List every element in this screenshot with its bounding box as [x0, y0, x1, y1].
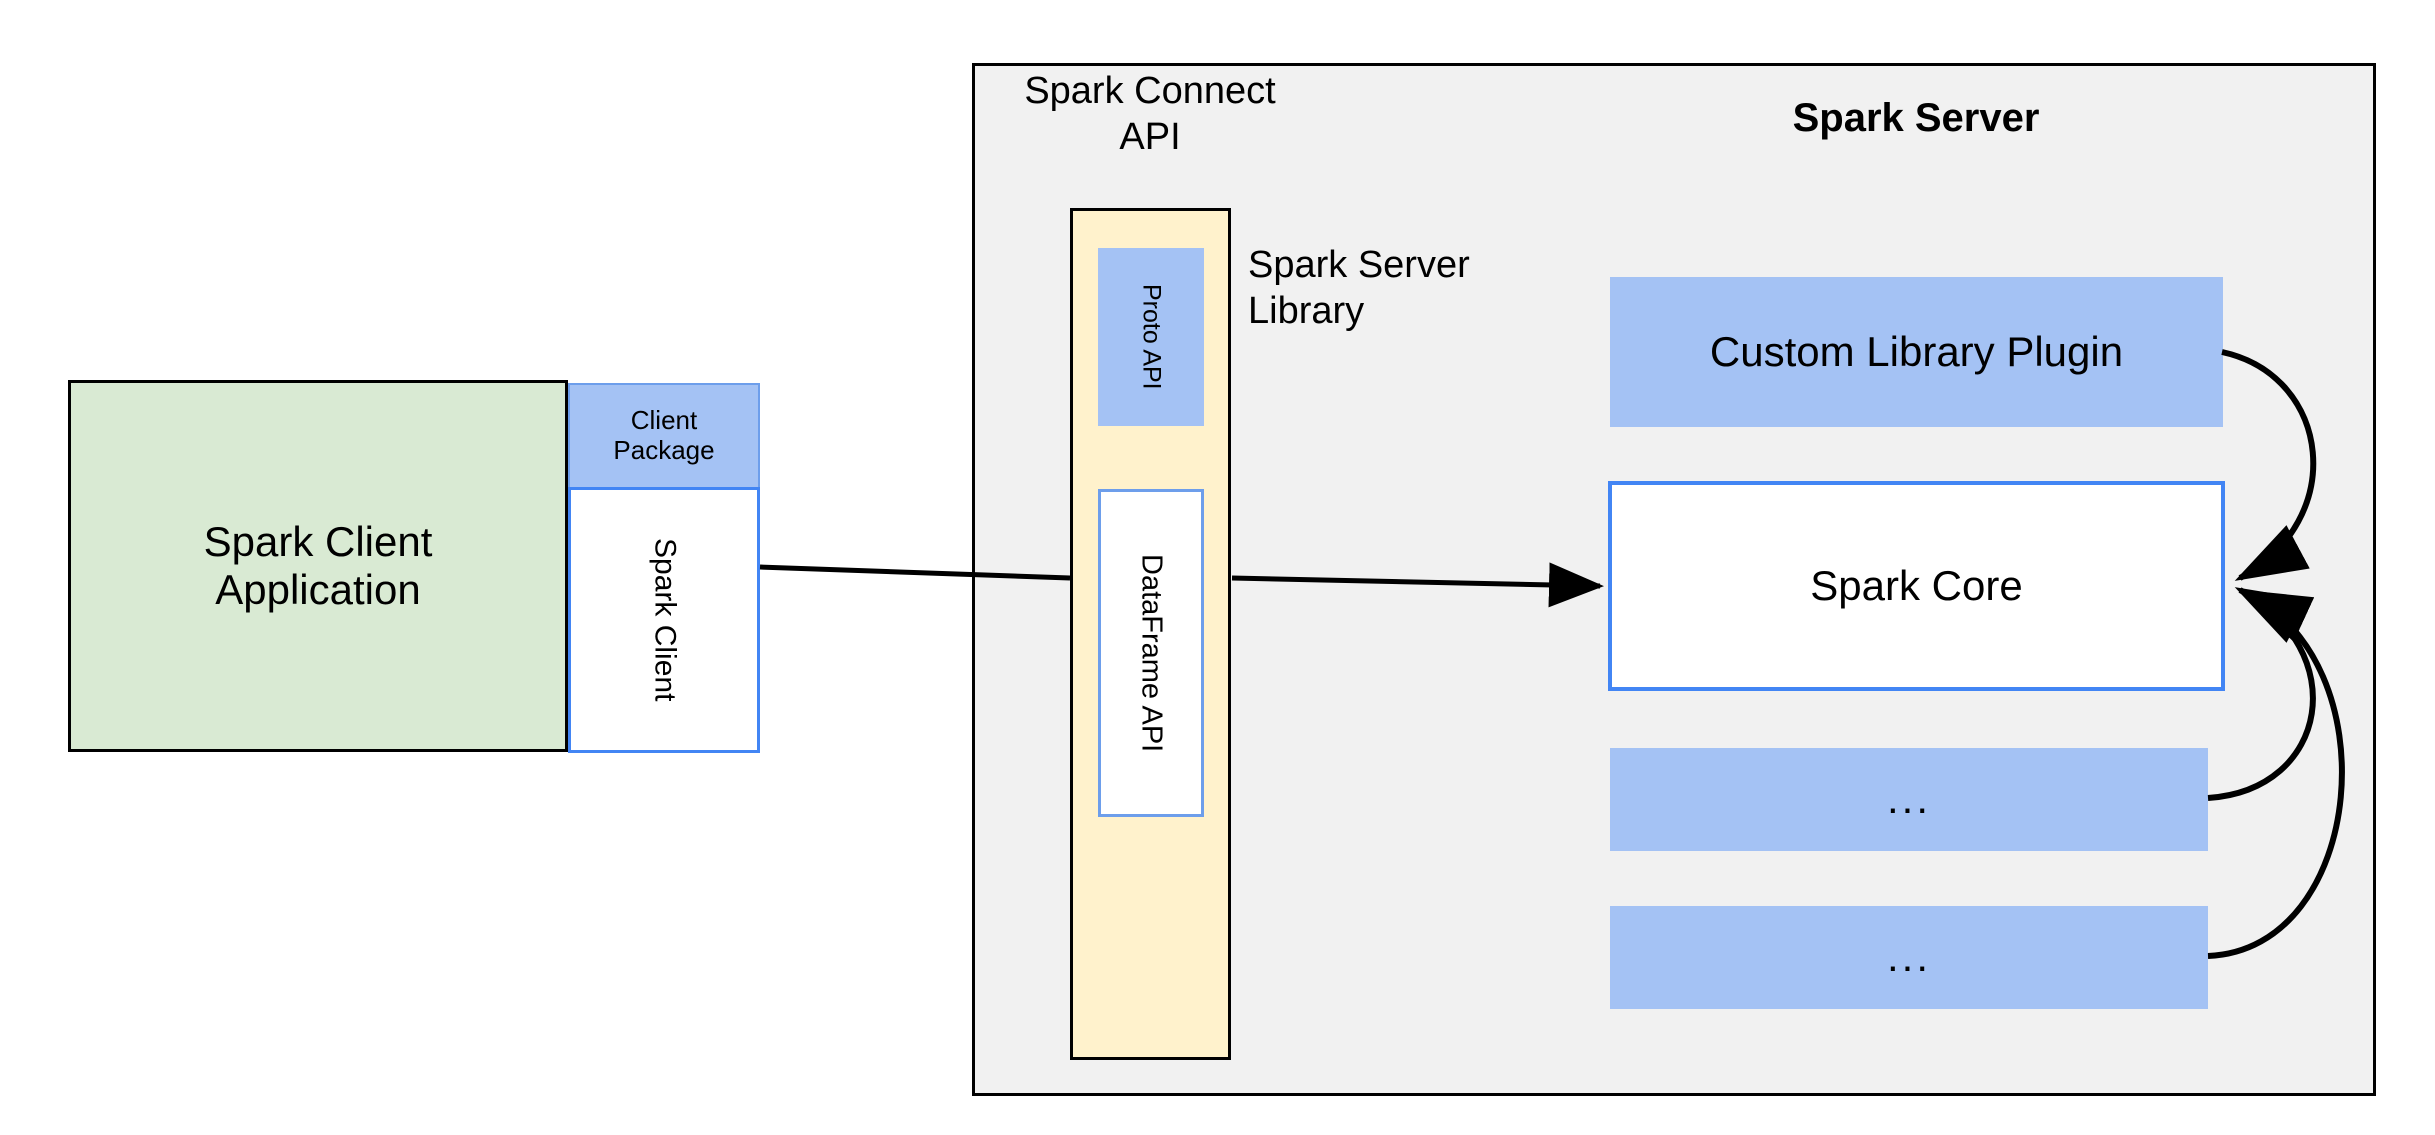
- spark-connect-api-label: Spark Connect API: [1024, 69, 1276, 158]
- spark-client-label: Spark Client: [648, 538, 682, 702]
- spark-server-library-label: Spark Server Library: [1248, 243, 1470, 332]
- proto-api-box[interactable]: Proto API: [1098, 248, 1204, 426]
- spark-core-box[interactable]: Spark Core: [1608, 481, 2225, 691]
- client-package-box[interactable]: Client Package: [568, 383, 760, 489]
- dataframe-api-label: DataFrame API: [1135, 553, 1168, 753]
- ellipsis-box-2[interactable]: ...: [1610, 906, 2208, 1009]
- spark-client-application-box[interactable]: Spark Client Application: [68, 380, 568, 752]
- ellipsis-box-1[interactable]: ...: [1610, 748, 2208, 851]
- spark-client-box[interactable]: Spark Client: [568, 487, 760, 753]
- spark-server-title: Spark Server: [1792, 96, 2040, 140]
- custom-library-plugin-box[interactable]: Custom Library Plugin: [1610, 277, 2223, 427]
- dataframe-api-box[interactable]: DataFrame API: [1098, 489, 1204, 817]
- proto-api-label: Proto API: [1137, 284, 1166, 390]
